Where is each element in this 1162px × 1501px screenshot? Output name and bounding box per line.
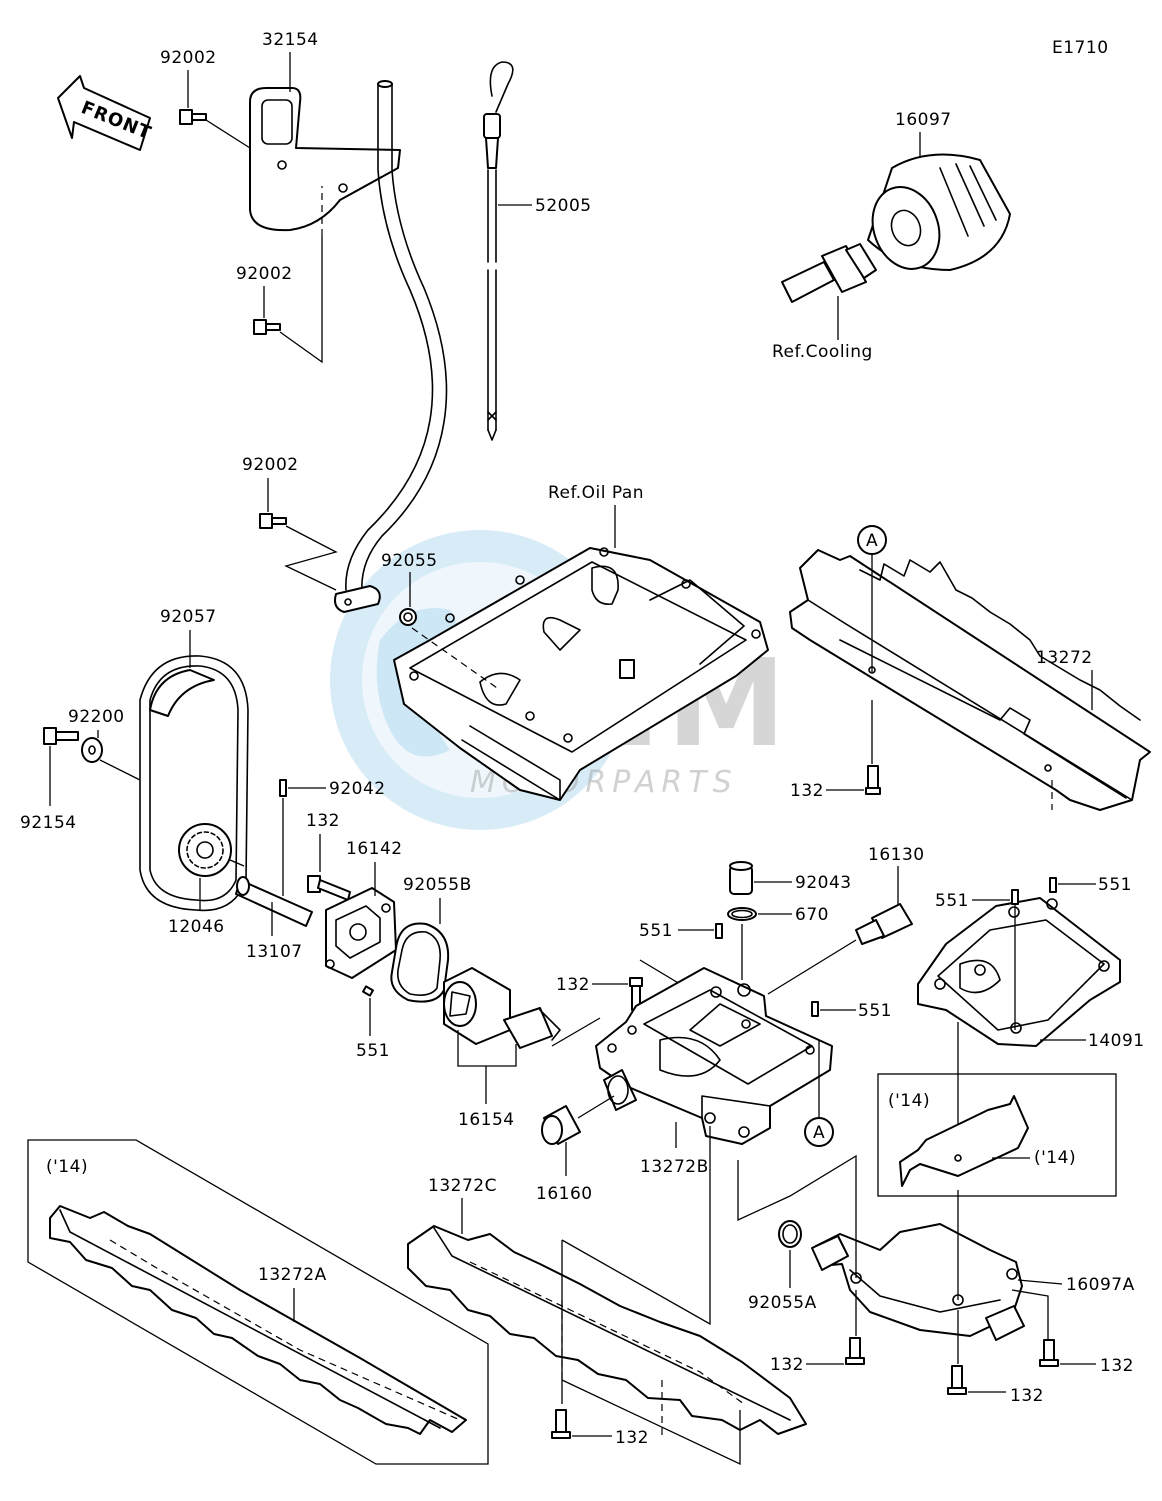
box-13272a: ('14) 13272A (27, 1139, 489, 1465)
callout-16130: 16130 (868, 845, 925, 865)
bolt-132-housing-a: 132 (770, 1290, 865, 1375)
bolt-92002-top: 92002 (160, 48, 251, 149)
relief-valve-16130: 16130 (767, 845, 925, 995)
bolt-132-shield: 132 (790, 700, 1053, 810)
callout-12046: 12046 (168, 917, 225, 937)
callout-13272a: 13272A (258, 1265, 327, 1285)
callout-551-a: 551 (356, 1041, 390, 1061)
shaft-13107: 13107 (235, 876, 313, 962)
marker-a-top: A (857, 525, 887, 672)
callout-132-d: 132 (770, 1355, 804, 1375)
callout-92002-b: 92002 (236, 264, 293, 284)
callout-52005: 52005 (535, 196, 592, 216)
callout-16142: 16142 (346, 839, 403, 859)
rotor-16154: 16154 (443, 967, 601, 1130)
callout-551-e: 551 (1098, 875, 1132, 895)
plug-92066: 16160 (536, 1095, 615, 1204)
marker-a-bottom: A (804, 1040, 834, 1147)
oil-filler-pipe (334, 80, 448, 613)
callout-92043: 92043 (795, 873, 852, 893)
fitting-ref-cooling: Ref.Cooling (772, 243, 877, 362)
callout-92055a: 92055A (748, 1293, 817, 1313)
bolt-92002-low: 92002 (242, 455, 338, 591)
callout-16097: 16097 (895, 110, 952, 130)
callout-92002-c: 92002 (242, 455, 299, 475)
callout-ref-oil-pan: Ref.Oil Pan (548, 483, 644, 503)
o-ring-92055a: 92055A (748, 1220, 817, 1313)
bolt-92002-mid: 92002 (236, 186, 323, 364)
front-arrow-icon: FRONT (57, 75, 154, 151)
callout-132-g: 132 (615, 1428, 649, 1448)
marker-a-1: A (866, 531, 878, 551)
shield-13272c: 13272C (407, 1126, 807, 1466)
oil-pan-reference: Ref.Oil Pan (393, 483, 769, 801)
callout-14091: 14091 (1088, 1031, 1145, 1051)
o-ring-670: 670 (727, 905, 829, 980)
callout-32154: 32154 (262, 30, 319, 50)
callout-92042: 92042 (329, 779, 386, 799)
oil-pump-16142: 16142 (325, 839, 403, 979)
callout-92002-a: 92002 (160, 48, 217, 68)
bolt-132-bottom-mid: 132 (551, 1409, 649, 1448)
callout-551-d: 551 (935, 891, 969, 911)
callout-92200: 92200 (68, 707, 125, 727)
callout-92057: 92057 (160, 607, 217, 627)
cover-14091: 551 551 14091 (917, 875, 1145, 1158)
label-y14-a: ('14) (888, 1091, 930, 1111)
callout-13107: 13107 (246, 942, 303, 962)
housing-16097a: 16097A (737, 1154, 1135, 1341)
oil-filter-16097: 16097 (867, 110, 1011, 271)
chain-92057: 92057 (139, 607, 249, 912)
marker-a-2: A (813, 1123, 825, 1143)
callout-92154: 92154 (20, 813, 77, 833)
callout-16160: 13272B (640, 1157, 709, 1177)
callout-92055b: 92055B (403, 875, 472, 895)
pin-92042: 92042 (279, 779, 386, 896)
bracket-32154: 32154 (249, 30, 401, 232)
shield-13272: 13272 (789, 549, 1151, 811)
callout-16154: 16154 (458, 1110, 515, 1130)
sprocket-12046: 12046 (168, 823, 245, 937)
pin-551-body-a: 551 (639, 921, 723, 941)
dipstick-52005: 52005 (483, 61, 592, 441)
pin-551-pump: 551 (356, 985, 390, 1061)
callout-13272c: 13272C (428, 1176, 497, 1196)
callout-132-f: 132 (1100, 1356, 1134, 1376)
bolt-132-pump: 132 (306, 811, 351, 901)
bolt-132-housing-b: 132 (947, 1310, 1044, 1406)
callout-92055: 92055 (381, 551, 438, 571)
callout-16097a: 16097A (1066, 1275, 1135, 1295)
callout-551-c: 551 (858, 1001, 892, 1021)
callout-132-b: 132 (790, 781, 824, 801)
callout-132-a: 132 (306, 811, 340, 831)
callout-92066: 16160 (536, 1184, 593, 1204)
callout-670: 670 (795, 905, 829, 925)
callout-ref-cooling: Ref.Cooling (772, 342, 873, 362)
box-13272b: ('14) ('14) (877, 1073, 1117, 1197)
pin-551-body-b: 551 (811, 1001, 892, 1021)
washer-92200: 92200 (68, 707, 125, 763)
callout-13272b: ('14) (1034, 1148, 1076, 1168)
diagram-code: E1710 (1052, 38, 1109, 58)
callout-132-e: 132 (1010, 1386, 1044, 1406)
pump-body-16160: 13272B (595, 967, 833, 1177)
o-ring-92055: 92055 (381, 551, 438, 626)
callout-13272: 13272 (1036, 648, 1093, 668)
bolt-92154: 92154 (20, 727, 141, 833)
callout-551-b: 551 (639, 921, 673, 941)
label-y14-b: ('14) (46, 1157, 88, 1177)
callout-132-c: 132 (556, 975, 590, 995)
collar-92043: 92043 (729, 861, 852, 895)
bolt-132-housing-c: 132 (1039, 1339, 1134, 1376)
